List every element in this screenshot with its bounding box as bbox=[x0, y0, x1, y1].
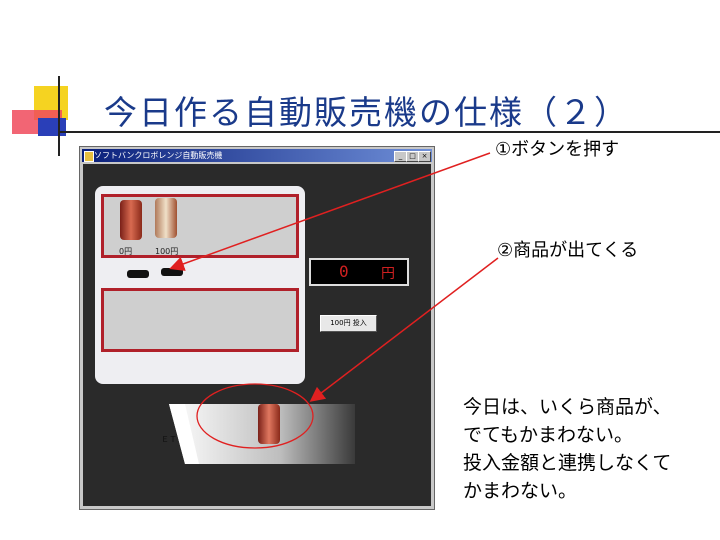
product-can-icon bbox=[120, 200, 142, 240]
remark-line: 投入金額と連携しなくて bbox=[463, 452, 672, 474]
amount-value: 0 bbox=[339, 262, 349, 281]
dispensed-can-icon bbox=[258, 404, 280, 444]
buy-button-1[interactable] bbox=[127, 270, 149, 278]
title-underline bbox=[60, 131, 720, 133]
arrow-to-button bbox=[169, 152, 491, 271]
remarks-block: 今日は、いくら商品が、 でてもかまわない。 投入金額と連携しなくて かまわない。 bbox=[463, 393, 672, 505]
product-lower-panel bbox=[101, 288, 299, 352]
window-client-area: 0円 100円 0 円 100円 投入 ＥＴ bbox=[83, 164, 431, 506]
amount-unit: 円 bbox=[381, 266, 395, 282]
amount-display: 0 円 bbox=[309, 258, 409, 286]
buy-button-2[interactable] bbox=[161, 268, 183, 276]
vending-app-window: ソフトバンクロボレンジ自動販売機 _ □ × 0円 100円 0 円 100円 … bbox=[79, 146, 435, 510]
product-price-label: 0円 bbox=[119, 247, 133, 256]
remark-line: でてもかまわない。 bbox=[463, 424, 634, 446]
window-title: ソフトバンクロボレンジ自動販売機 bbox=[94, 151, 223, 160]
insert-100-yen-button[interactable]: 100円 投入 bbox=[320, 315, 377, 332]
highlight-circle bbox=[196, 383, 314, 449]
close-button[interactable]: × bbox=[418, 151, 431, 162]
note-product-out: ②商品が出てくる bbox=[497, 240, 639, 261]
remark-line: かまわない。 bbox=[463, 480, 578, 502]
app-icon bbox=[84, 151, 94, 162]
decor-vertical-line bbox=[58, 76, 60, 156]
product-can-icon bbox=[155, 198, 177, 238]
tray-label: ＥＴ bbox=[161, 435, 177, 444]
arrow-to-tray bbox=[309, 257, 499, 402]
product-price-label: 100円 bbox=[155, 247, 179, 256]
note-press-button: ①ボタンを押す bbox=[495, 139, 620, 160]
remark-line: 今日は、いくら商品が、 bbox=[463, 396, 672, 418]
slide-title: 今日作る自動販売機の仕様（２） bbox=[104, 93, 629, 132]
window-titlebar[interactable]: ソフトバンクロボレンジ自動販売機 _ □ × bbox=[82, 149, 432, 162]
